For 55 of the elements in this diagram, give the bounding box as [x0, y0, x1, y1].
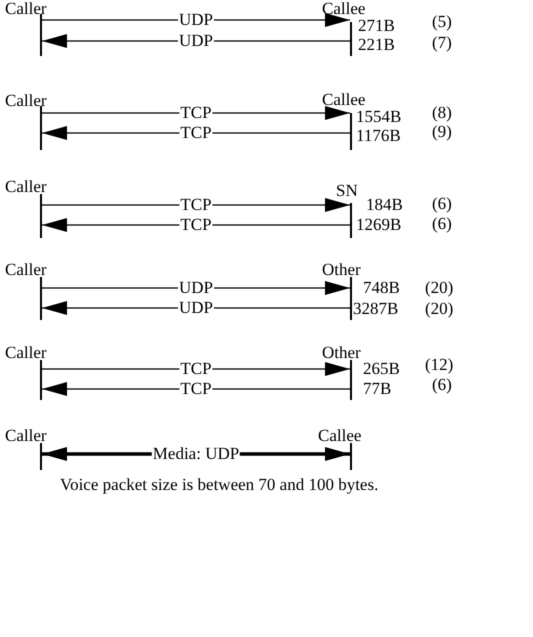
lifeline-label: Callee [318, 427, 362, 445]
lifeline-label: Other [322, 261, 361, 279]
caption: Voice packet size is between 70 and 100 bytes. [60, 476, 378, 494]
arrow [42, 218, 350, 232]
count-label: (6) [432, 195, 452, 213]
arrow [42, 301, 350, 315]
arrow [42, 13, 350, 27]
lifeline-label: Caller [5, 261, 47, 279]
size-label: 77B [363, 380, 392, 398]
lifeline-label: Callee [322, 0, 366, 18]
count-label: (6) [432, 215, 452, 233]
count-label: (7) [432, 34, 452, 52]
size-label: 271B [358, 17, 395, 35]
lifeline [350, 277, 352, 320]
lifeline [350, 360, 352, 400]
count-label: (5) [432, 13, 452, 31]
size-label: 265B [363, 360, 400, 378]
arrow [42, 34, 350, 48]
lifeline [40, 194, 42, 238]
size-label: 3287B [353, 300, 398, 318]
count-label: (20) [425, 279, 454, 297]
lifeline [40, 443, 42, 470]
lifeline-label: Caller [5, 344, 47, 362]
lifeline [350, 443, 352, 470]
lifeline-label: Caller [5, 178, 47, 196]
lifeline-label: Caller [5, 427, 47, 445]
size-label: 1269B [356, 216, 402, 234]
lifeline [350, 113, 352, 150]
size-label: 184B [366, 196, 403, 214]
lifeline-label: Callee [322, 91, 366, 109]
count-label: (6) [432, 376, 452, 394]
size-label: 221B [358, 36, 395, 54]
lifeline [350, 22, 352, 56]
lifeline [350, 203, 352, 238]
count-label: (20) [425, 300, 454, 318]
size-label: 1176B [356, 127, 401, 145]
lifeline [40, 360, 42, 400]
arrow [42, 362, 350, 376]
lifeline [40, 106, 42, 150]
arrow [42, 126, 350, 140]
arrow [42, 281, 350, 295]
count-label: (9) [432, 123, 452, 141]
lifeline [40, 277, 42, 320]
arrow [42, 198, 350, 212]
lifeline-label: Other [322, 344, 361, 362]
arrow [42, 382, 350, 396]
size-label: 748B [363, 279, 400, 297]
lifeline-label: Caller [5, 0, 47, 18]
size-label: 1554B [356, 108, 402, 126]
count-label: (12) [425, 356, 454, 374]
lifeline [40, 14, 42, 56]
lifeline-label: Caller [5, 92, 47, 110]
lifeline-label: SN [336, 182, 358, 200]
count-label: (8) [432, 104, 452, 122]
arrow [42, 106, 350, 120]
